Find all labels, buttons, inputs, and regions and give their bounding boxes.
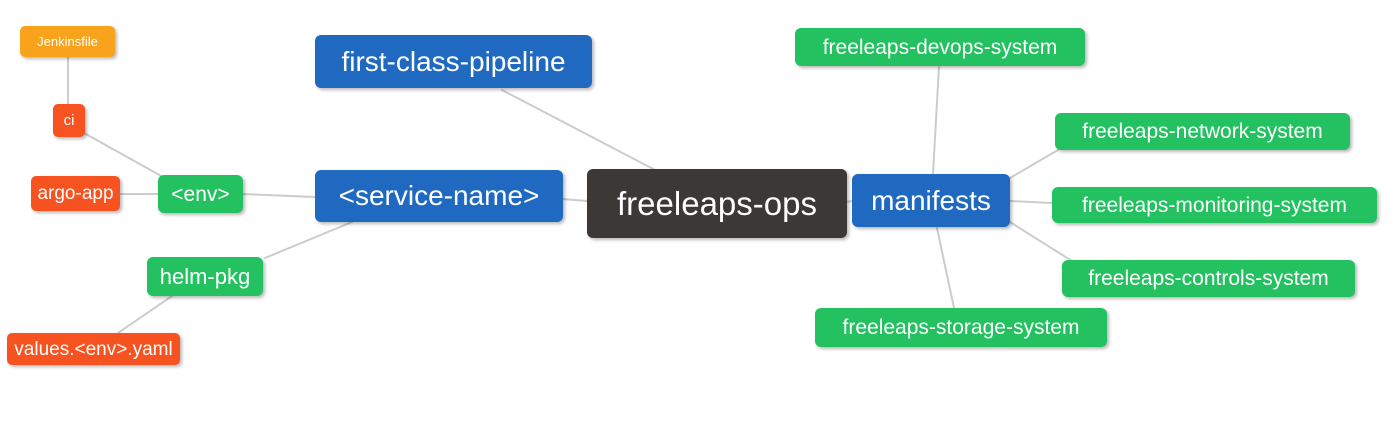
edge-manifests-controls [1009,221,1073,262]
edge-service-name-ops [562,198,588,202]
node-jenkinsfile[interactable]: Jenkinsfile [20,26,115,57]
node-argo-app[interactable]: argo-app [31,176,120,211]
node-service-name[interactable]: <service-name> [315,170,563,222]
edge-service-name-helm-pkg [264,221,353,259]
node-storage-system[interactable]: freeleaps-storage-system [815,308,1107,347]
edge-env-service-name [242,193,316,198]
node-devops-system[interactable]: freeleaps-devops-system [795,28,1085,66]
node-freeleaps-ops[interactable]: freeleaps-ops [587,169,847,238]
node-controls-system[interactable]: freeleaps-controls-system [1062,260,1355,297]
edge-manifests-monitoring [1009,200,1053,204]
edge-pipeline-freeleaps-ops [501,89,658,172]
edge-helm-pkg-values [117,295,173,334]
node-helm-pkg[interactable]: helm-pkg [147,257,263,296]
edge-manifests-devops [932,66,940,174]
node-first-class-pipeline[interactable]: first-class-pipeline [315,35,592,88]
edge-manifests-storage [936,227,955,309]
node-network-system[interactable]: freeleaps-network-system [1055,113,1350,150]
edge-manifests-network [1009,149,1059,179]
node-ci[interactable]: ci [53,104,85,137]
node-monitoring-system[interactable]: freeleaps-monitoring-system [1052,187,1377,223]
node-env[interactable]: <env> [158,175,243,213]
edge-ci-env [83,132,164,178]
node-values-env-yaml[interactable]: values.<env>.yaml [7,333,180,365]
node-manifests[interactable]: manifests [852,174,1010,227]
